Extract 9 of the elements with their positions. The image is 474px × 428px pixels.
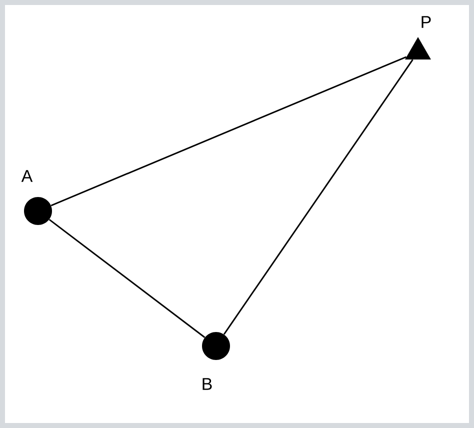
line [223, 59, 414, 335]
point-label: A [21, 170, 33, 182]
circle-marker [24, 197, 52, 225]
circle-marker [202, 332, 230, 360]
triangle-marker [405, 37, 431, 60]
line [50, 56, 407, 206]
line [48, 218, 206, 338]
point-label: P [422, 16, 431, 28]
point-label: B [202, 378, 212, 390]
